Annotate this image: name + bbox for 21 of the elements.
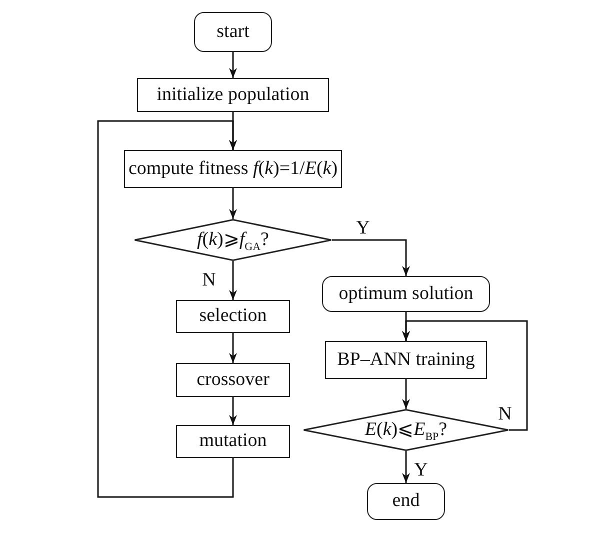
- process-box: compute fitness f(k)=1/E(k): [124, 150, 342, 188]
- terminal-box: end: [367, 483, 445, 520]
- terminal-box: optimum solution: [322, 276, 490, 312]
- arrow: [229, 188, 237, 219]
- arrow: [229, 261, 237, 300]
- arrow: [402, 379, 410, 409]
- decision-text: E(k)⩽E$_{BP}$?: [364, 418, 448, 443]
- process-box: selection: [176, 300, 290, 333]
- terminal-box: start: [194, 12, 272, 52]
- process-box: initialize population: [137, 78, 329, 112]
- arrow: [97, 120, 237, 498]
- arrow: [229, 333, 237, 363]
- arrow: [332, 239, 410, 276]
- process-box: crossover: [176, 363, 290, 397]
- arrow: [229, 397, 237, 425]
- process-box: BP–ANN training: [325, 341, 487, 379]
- process-box: mutation: [176, 425, 290, 458]
- arrow: [229, 52, 237, 78]
- arrow: [402, 451, 410, 483]
- decision-text: f(k)⩾f$_{GA}$?: [197, 228, 269, 253]
- arrow: [402, 320, 528, 431]
